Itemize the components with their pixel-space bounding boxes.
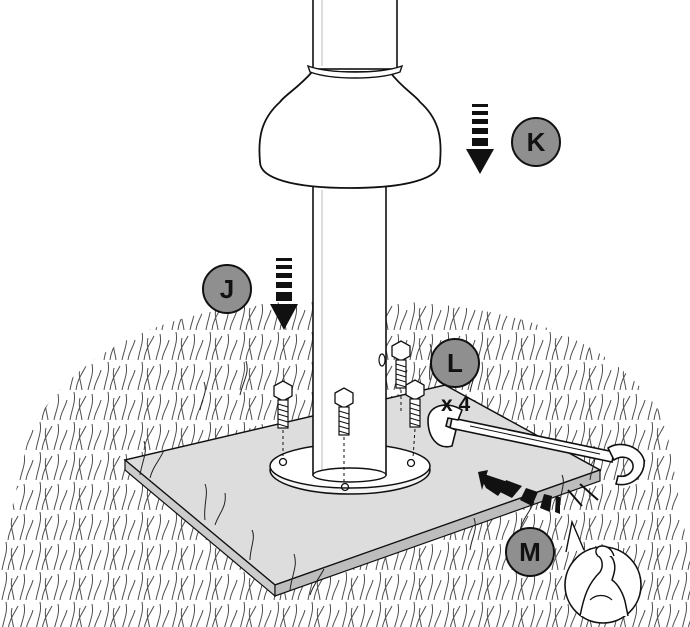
bolt [405,379,425,459]
bolt [334,387,354,482]
callout-k: K [511,117,561,167]
bolt [273,380,293,456]
wrench-icon [427,404,645,486]
rotation-arrow-icon [478,470,599,514]
pole-upper [306,0,404,79]
down-arrow-icon [270,258,298,330]
callout-pointer [565,519,585,553]
pole-lower [312,184,387,483]
flexed-arm-icon [564,545,642,624]
bell-cover [258,71,442,189]
bolt-quantity: x 4 [441,393,471,416]
callout-m: M [505,527,555,577]
down-arrow-icon [466,104,494,174]
callout-l: L [430,338,480,388]
callout-j: J [202,264,252,314]
bolt [391,340,411,412]
